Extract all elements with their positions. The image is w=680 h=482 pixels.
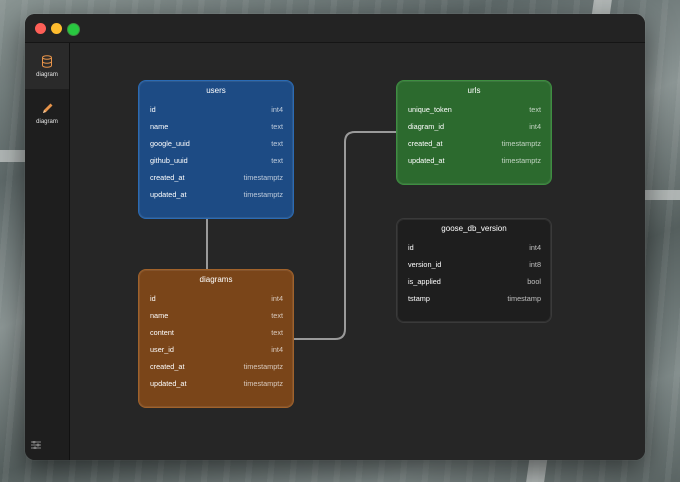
relation-diagrams-urls <box>293 131 396 340</box>
sidebar-item-label: diagram <box>36 71 58 78</box>
table-urls[interactable]: urls unique_token text diagram_id int4 creat… <box>396 80 552 185</box>
table-column-row[interactable]: updated_at timestamptz <box>139 375 293 392</box>
column-name: id <box>150 105 156 114</box>
table-column-row[interactable]: id int4 <box>139 101 293 118</box>
column-type: timestamptz <box>243 379 283 388</box>
column-name: updated_at <box>408 156 445 165</box>
column-name: content <box>150 328 174 337</box>
column-type: text <box>529 105 541 114</box>
table-column-row[interactable]: created_at timestamptz <box>139 358 293 375</box>
column-type: int4 <box>271 294 283 303</box>
table-column-row[interactable]: updated_at timestamptz <box>397 152 551 169</box>
table-column-row[interactable]: id int4 <box>139 290 293 307</box>
table-column-row[interactable]: diagram_id int4 <box>397 118 551 135</box>
database-icon <box>42 54 52 68</box>
column-type: text <box>271 311 283 320</box>
table-column-row[interactable]: version_id int8 <box>397 256 551 273</box>
column-name: name <box>150 311 169 320</box>
road <box>0 150 30 162</box>
column-type: text <box>271 122 283 131</box>
relation-lines <box>206 131 396 340</box>
app-window: diagram diagram users <box>25 14 645 460</box>
column-name: unique_token <box>408 105 452 114</box>
column-name: created_at <box>150 173 185 182</box>
column-type: timestamptz <box>243 173 283 182</box>
table-column-row[interactable]: github_uuid text <box>139 152 293 169</box>
table-column-row[interactable]: is_applied bool <box>397 273 551 290</box>
column-type: timestamp <box>507 294 541 303</box>
column-type: int4 <box>271 105 283 114</box>
table-title: goose_db_version <box>441 224 507 233</box>
column-name: tstamp <box>408 294 430 303</box>
column-type: timestamptz <box>243 362 283 371</box>
table-column-row[interactable]: name text <box>139 307 293 324</box>
column-type: timestamptz <box>243 190 283 199</box>
table-column-row[interactable]: tstamp timestamp <box>397 290 551 307</box>
sidebar-item-label: diagram <box>36 118 58 125</box>
column-type: timestamptz <box>501 156 541 165</box>
table-column-row[interactable]: name text <box>139 118 293 135</box>
sidebar-item-diagram-editor[interactable]: diagram <box>25 90 69 136</box>
table-column-row[interactable]: user_id int4 <box>139 341 293 358</box>
column-name: google_uuid <box>150 139 190 148</box>
column-type: text <box>271 328 283 337</box>
table-column-row[interactable]: google_uuid text <box>139 135 293 152</box>
zoom-window-button[interactable] <box>67 23 80 36</box>
table-column-row[interactable]: created_at timestamptz <box>397 135 551 152</box>
table-diagrams[interactable]: diagrams id int4 name text content text user_i… <box>138 269 294 408</box>
road <box>645 190 680 200</box>
sidebar-item-diagram-database[interactable]: diagram <box>25 43 69 89</box>
table-title: urls <box>467 86 481 95</box>
column-name: created_at <box>150 362 185 371</box>
column-type: int8 <box>529 260 541 269</box>
table-column-row[interactable]: unique_token text <box>397 101 551 118</box>
column-type: text <box>271 139 283 148</box>
table-title: diagrams <box>199 275 233 284</box>
column-name: id <box>150 294 156 303</box>
column-name: version_id <box>408 260 442 269</box>
table-column-row[interactable]: id int4 <box>397 239 551 256</box>
column-name: is_applied <box>408 277 441 286</box>
column-type: text <box>271 156 283 165</box>
column-type: timestamptz <box>501 139 541 148</box>
column-name: diagram_id <box>408 122 445 131</box>
pencil-icon <box>42 103 52 113</box>
sidebar: diagram diagram <box>25 43 70 460</box>
column-name: user_id <box>150 345 174 354</box>
settings-sliders-icon[interactable] <box>31 436 41 454</box>
table-goose-db-version[interactable]: goose_db_version id int4 version_id int8 is_… <box>396 218 552 323</box>
column-type: int4 <box>529 243 541 252</box>
column-type: bool <box>527 277 541 286</box>
close-window-button[interactable] <box>35 23 46 34</box>
column-type: int4 <box>529 122 541 131</box>
column-name: github_uuid <box>150 156 188 165</box>
minimize-window-button[interactable] <box>51 23 62 34</box>
table-column-row[interactable]: content text <box>139 324 293 341</box>
column-name: updated_at <box>150 379 187 388</box>
title-bar <box>25 14 645 43</box>
column-type: int4 <box>271 345 283 354</box>
column-name: updated_at <box>150 190 187 199</box>
column-name: created_at <box>408 139 443 148</box>
column-name: id <box>408 243 414 252</box>
column-name: name <box>150 122 169 131</box>
table-column-row[interactable]: updated_at timestamptz <box>139 186 293 203</box>
table-title: users <box>206 86 226 95</box>
table-column-row[interactable]: created_at timestamptz <box>139 169 293 186</box>
